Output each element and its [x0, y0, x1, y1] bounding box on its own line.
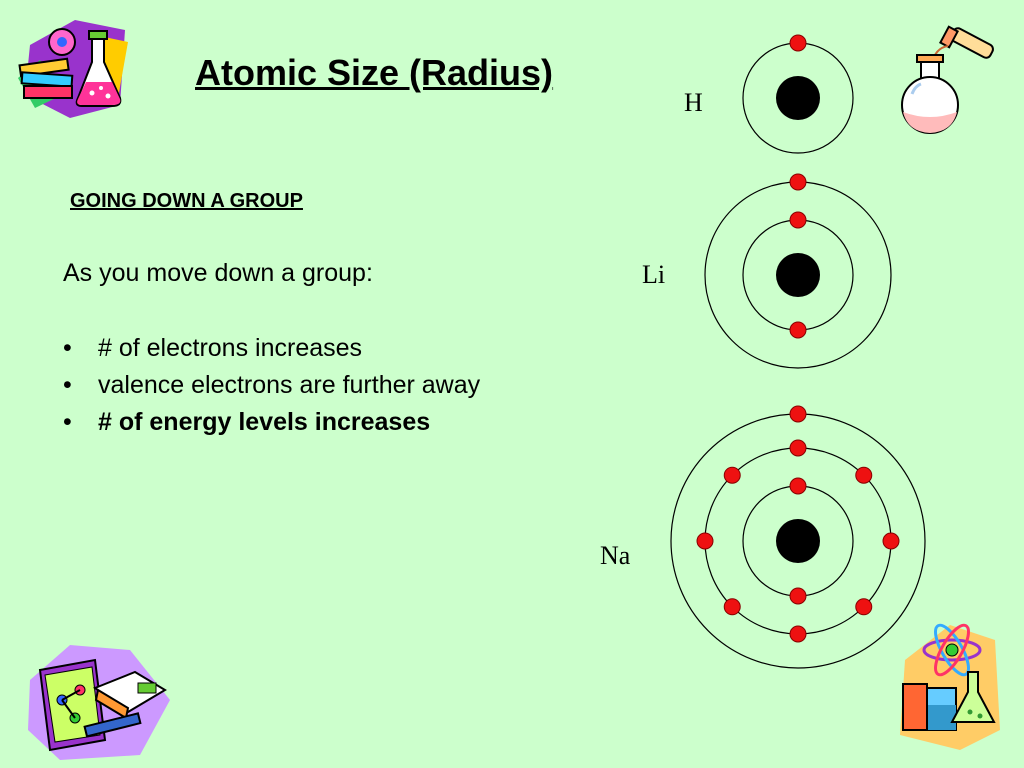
bullet-text-bold: # of energy levels increases — [98, 408, 431, 436]
nucleus — [776, 253, 820, 297]
bullet-item: • valence electrons are further away — [63, 370, 480, 407]
bullet-list: • # of electrons increases • valence elect… — [63, 333, 480, 444]
electron — [855, 466, 873, 484]
flask-test-tube-clipart — [901, 25, 994, 134]
bullet-item: • # of energy levels increases — [63, 407, 480, 444]
atom-label-na: Na — [600, 541, 631, 570]
intro-text: As you move down a group: — [63, 259, 373, 287]
chemistry-books-flask-clipart — [18, 20, 128, 118]
bullet-marker: • — [63, 371, 72, 399]
atom-li — [704, 173, 892, 369]
electron — [789, 439, 807, 457]
bullet-marker: • — [63, 334, 72, 362]
bullet-marker: • — [63, 408, 72, 436]
electron — [789, 405, 807, 423]
atom-label-li: Li — [642, 260, 666, 289]
nucleus — [776, 519, 820, 563]
nucleus — [776, 76, 820, 120]
electron — [789, 625, 807, 643]
atom-h — [742, 34, 854, 154]
electron — [723, 598, 741, 616]
electron — [789, 34, 807, 52]
bullet-item: • # of electrons increases — [63, 333, 480, 370]
electron — [789, 173, 807, 191]
bullet-text: valence electrons are further away — [98, 371, 481, 399]
electron — [789, 211, 807, 229]
bullet-text: # of electrons increases — [98, 334, 363, 362]
section-subheading: GOING DOWN A GROUP — [70, 190, 303, 212]
electron — [855, 598, 873, 616]
atom-beakers-clipart — [900, 623, 1000, 750]
atom-na — [670, 405, 926, 669]
bohr-diagrams — [670, 34, 926, 669]
books-molecule-clipart — [28, 645, 170, 760]
slide-title: Atomic Size (Radius) — [195, 52, 554, 93]
electron — [696, 532, 714, 550]
atom-label-h: H — [684, 88, 703, 117]
electron — [789, 477, 807, 495]
electron — [789, 587, 807, 605]
electron — [723, 466, 741, 484]
electron — [882, 532, 900, 550]
electron — [789, 321, 807, 339]
